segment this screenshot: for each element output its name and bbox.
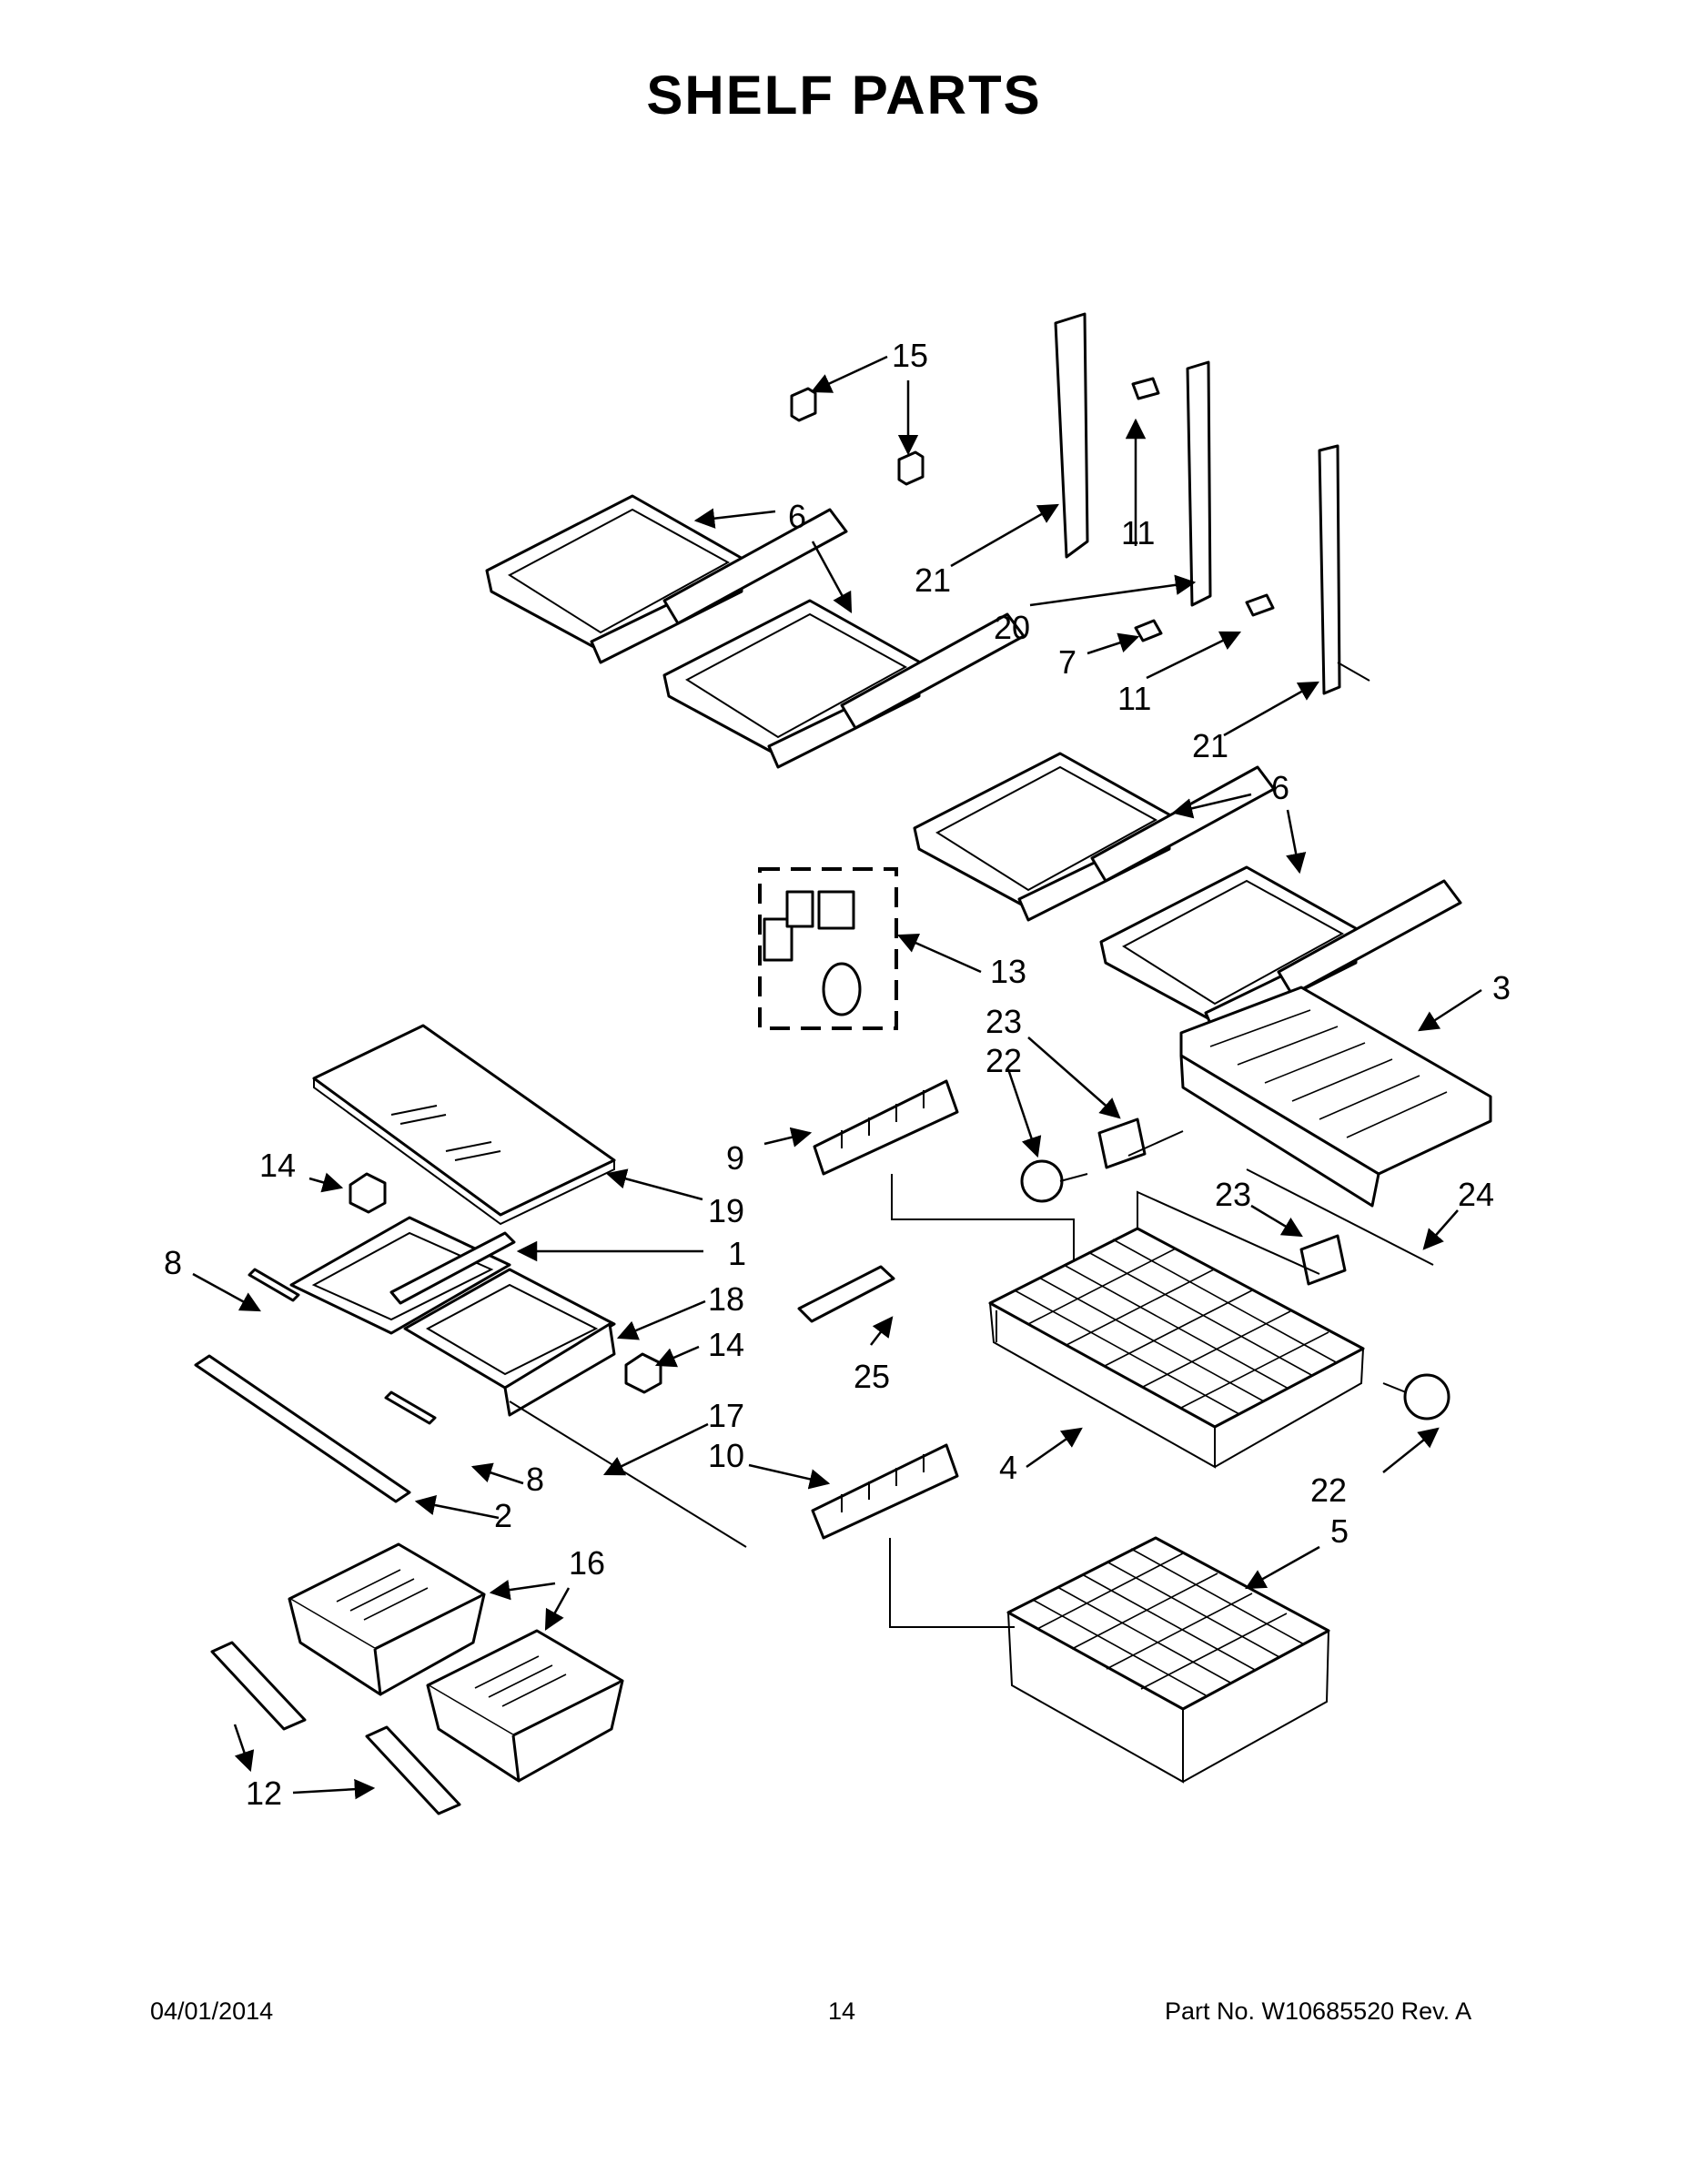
label-12: 12 [246, 1774, 282, 1812]
label-22: 22 [1310, 1471, 1347, 1509]
leader-lines [192, 355, 1482, 1800]
label-8: 8 [164, 1244, 182, 1281]
label-23: 23 [1215, 1176, 1251, 1213]
label-7: 7 [1058, 643, 1076, 681]
label-22: 22 [986, 1042, 1022, 1079]
label-5: 5 [1330, 1512, 1349, 1550]
label-21: 21 [915, 561, 951, 599]
label-10: 10 [708, 1437, 744, 1474]
label-25: 25 [854, 1358, 890, 1395]
label-20: 20 [994, 609, 1030, 646]
label-17: 17 [708, 1397, 744, 1434]
label-6: 6 [1271, 769, 1289, 806]
label-19: 19 [708, 1192, 744, 1229]
shelf-rail-part [1054, 312, 1370, 695]
shelf-frame-part [194, 1216, 747, 1548]
wire-basket-part [988, 1190, 1365, 1469]
divider-part [811, 1079, 1075, 1628]
label-8: 8 [526, 1461, 544, 1498]
part-labels: 15 6 11 21 20 7 11 21 6 13 3 23 22 9 14 … [164, 337, 1511, 1812]
screw-part [1131, 377, 1275, 642]
footer-date: 04/01/2014 [150, 1997, 274, 2025]
label-13: 13 [990, 953, 1026, 990]
label-21: 21 [1192, 727, 1228, 764]
label-6: 6 [788, 498, 806, 535]
label-11: 11 [1117, 680, 1151, 717]
footer-page-number: 14 [828, 1997, 856, 2025]
cantilever-shelf-part [485, 494, 848, 664]
label-1: 1 [728, 1235, 746, 1272]
accessory-kit-part [758, 867, 898, 1030]
glass-shelf-part [312, 1024, 616, 1226]
bin-part [288, 1542, 624, 1783]
label-14: 14 [259, 1147, 296, 1184]
label-3: 3 [1492, 969, 1511, 1006]
label-16: 16 [569, 1544, 605, 1582]
cantilever-shelf-part [662, 599, 1026, 769]
label-23: 23 [986, 1003, 1022, 1040]
label-11: 11 [1121, 514, 1155, 551]
label-9: 9 [726, 1139, 744, 1177]
label-4: 4 [999, 1449, 1017, 1486]
shelf-stop-part [349, 1172, 662, 1394]
cantilever-shelf-part [913, 752, 1276, 922]
label-14: 14 [708, 1326, 744, 1363]
pan-part [1179, 986, 1492, 1208]
gear-part [1020, 1159, 1450, 1421]
shelf-clip-part [790, 387, 925, 486]
clip-part-25 [797, 1265, 895, 1323]
page-title: SHELF PARTS [646, 65, 1042, 126]
label-2: 2 [494, 1497, 512, 1534]
wire-basket-part [1006, 1536, 1330, 1784]
bracket-part [1097, 1117, 1434, 1286]
label-15: 15 [892, 337, 928, 374]
label-24: 24 [1458, 1176, 1494, 1213]
footer-part-number: Part No. W10685520 Rev. A [1165, 1997, 1472, 2025]
label-18: 18 [708, 1280, 744, 1318]
bin-handle-part [210, 1641, 461, 1815]
